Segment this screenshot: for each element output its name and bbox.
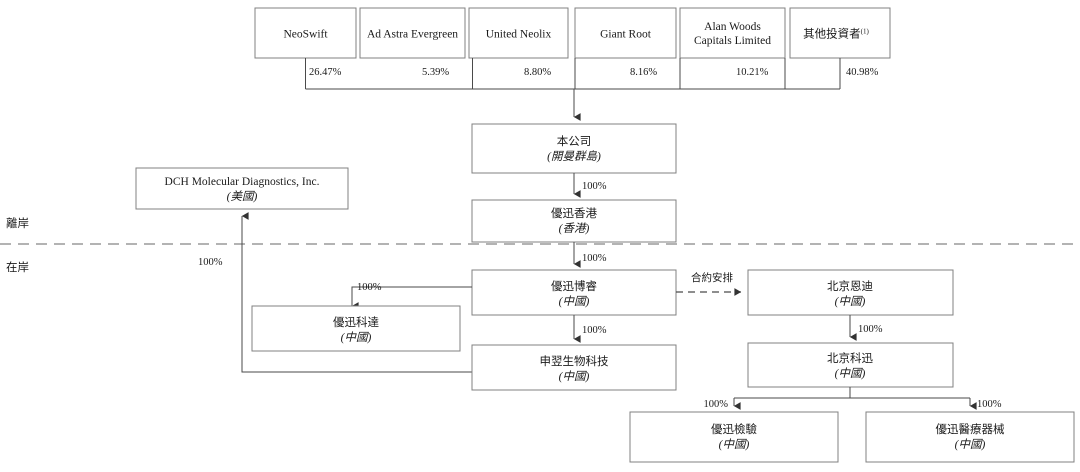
entity-region-dch: (美國) bbox=[227, 190, 258, 203]
entity-name-hk: 優迅香港 bbox=[551, 207, 597, 220]
pct-neoswift: 26.47% bbox=[309, 67, 342, 78]
entity-region-endi: (中國) bbox=[835, 295, 866, 308]
pct-company-to-hk: 100% bbox=[582, 181, 607, 192]
shareholder-name-giant-root: Giant Root bbox=[600, 29, 652, 41]
entity-region-borui: (中國) bbox=[559, 295, 590, 308]
pct-kexun-to-yiliao: 100% bbox=[977, 399, 1002, 410]
pct-shenyi-to-dch: 100% bbox=[198, 257, 223, 268]
entity-box-hk[interactable] bbox=[471, 199, 677, 243]
pct-other-investors: 40.98% bbox=[846, 67, 879, 78]
shareholder-name-neoswift: NeoSwift bbox=[283, 29, 328, 41]
pct-borui-to-keda: 100% bbox=[357, 282, 382, 293]
pct-alan-woods: 10.21% bbox=[736, 67, 769, 78]
pct-ad-astra-evergreen: 5.39% bbox=[422, 67, 449, 78]
onshore-label: 在岸 bbox=[6, 261, 29, 274]
pct-kexun-to-jianyan: 100% bbox=[704, 399, 729, 410]
other-investors-text: 其他投資者 bbox=[803, 27, 861, 41]
entity-region-shenyi: (中國) bbox=[559, 370, 590, 383]
entity-name-company: 本公司 bbox=[557, 134, 592, 148]
entity-name-keda: 優迅科達 bbox=[333, 315, 379, 329]
entity-region-jianyan: (中國) bbox=[719, 438, 750, 451]
entity-name-endi: 北京恩迪 bbox=[827, 279, 873, 293]
entity-box-kexun[interactable] bbox=[747, 342, 954, 388]
label-contractual-arrangement: 合約安排 bbox=[691, 271, 733, 284]
entity-box-shenyi[interactable] bbox=[471, 344, 677, 391]
edge-borui-to-keda bbox=[351, 286, 472, 310]
entity-name-borui: 優迅博睿 bbox=[551, 279, 597, 293]
pct-united-neolix: 8.80% bbox=[524, 67, 551, 78]
shareholder-box-ad-astra-evergreen[interactable] bbox=[359, 7, 466, 59]
pct-hk-to-borui: 100% bbox=[582, 253, 607, 264]
entity-name-kexun: 北京科迅 bbox=[827, 351, 873, 365]
entity-region-kexun: (中國) bbox=[835, 367, 866, 380]
shareholder-name-alan-woods-line2: Capitals Limited bbox=[694, 35, 771, 47]
pct-endi-to-kexun: 100% bbox=[858, 324, 883, 335]
entity-box-yiliao[interactable] bbox=[865, 411, 1075, 463]
entity-name-jianyan: 優迅檢驗 bbox=[711, 422, 757, 436]
shareholder-box-alan-woods[interactable] bbox=[679, 7, 786, 59]
entity-region-company: (開曼群島) bbox=[547, 150, 601, 163]
entity-box-jianyan[interactable] bbox=[629, 411, 839, 463]
offshore-label: 離岸 bbox=[6, 216, 29, 230]
entity-box-borui[interactable] bbox=[471, 269, 677, 316]
entity-name-shenyi: 申翌生物科技 bbox=[540, 354, 609, 368]
pct-borui-to-shenyi: 100% bbox=[582, 325, 607, 336]
entity-box-company[interactable] bbox=[471, 123, 677, 174]
entity-box-endi[interactable] bbox=[747, 269, 954, 316]
entity-box-dch[interactable] bbox=[135, 167, 349, 210]
shareholder-name-ad-astra-evergreen: Ad Astra Evergreen bbox=[367, 29, 458, 41]
entity-box-keda[interactable] bbox=[251, 305, 461, 352]
edge-shenyi-to-dch bbox=[241, 212, 472, 373]
entity-region-keda: (中國) bbox=[341, 331, 372, 344]
entity-name-dch: DCH Molecular Diagnostics, Inc. bbox=[165, 176, 320, 188]
shareholder-box-other-investors[interactable] bbox=[789, 7, 891, 59]
entity-name-yiliao: 優迅醫療器械 bbox=[936, 422, 1005, 436]
shareholder-box-united-neolix[interactable] bbox=[468, 7, 569, 59]
pct-giant-root: 8.16% bbox=[630, 67, 657, 78]
other-investors-footnote: (1) bbox=[861, 28, 870, 36]
entity-region-yiliao: (中國) bbox=[955, 438, 986, 451]
shareholder-name-other-investors: 其他投資者(1) bbox=[803, 27, 869, 41]
entity-region-hk: (香港) bbox=[559, 222, 590, 235]
shareholder-box-giant-root[interactable] bbox=[574, 7, 677, 59]
shareholder-name-alan-woods-line1: Alan Woods bbox=[704, 21, 761, 33]
shareholder-name-united-neolix: United Neolix bbox=[486, 29, 552, 41]
